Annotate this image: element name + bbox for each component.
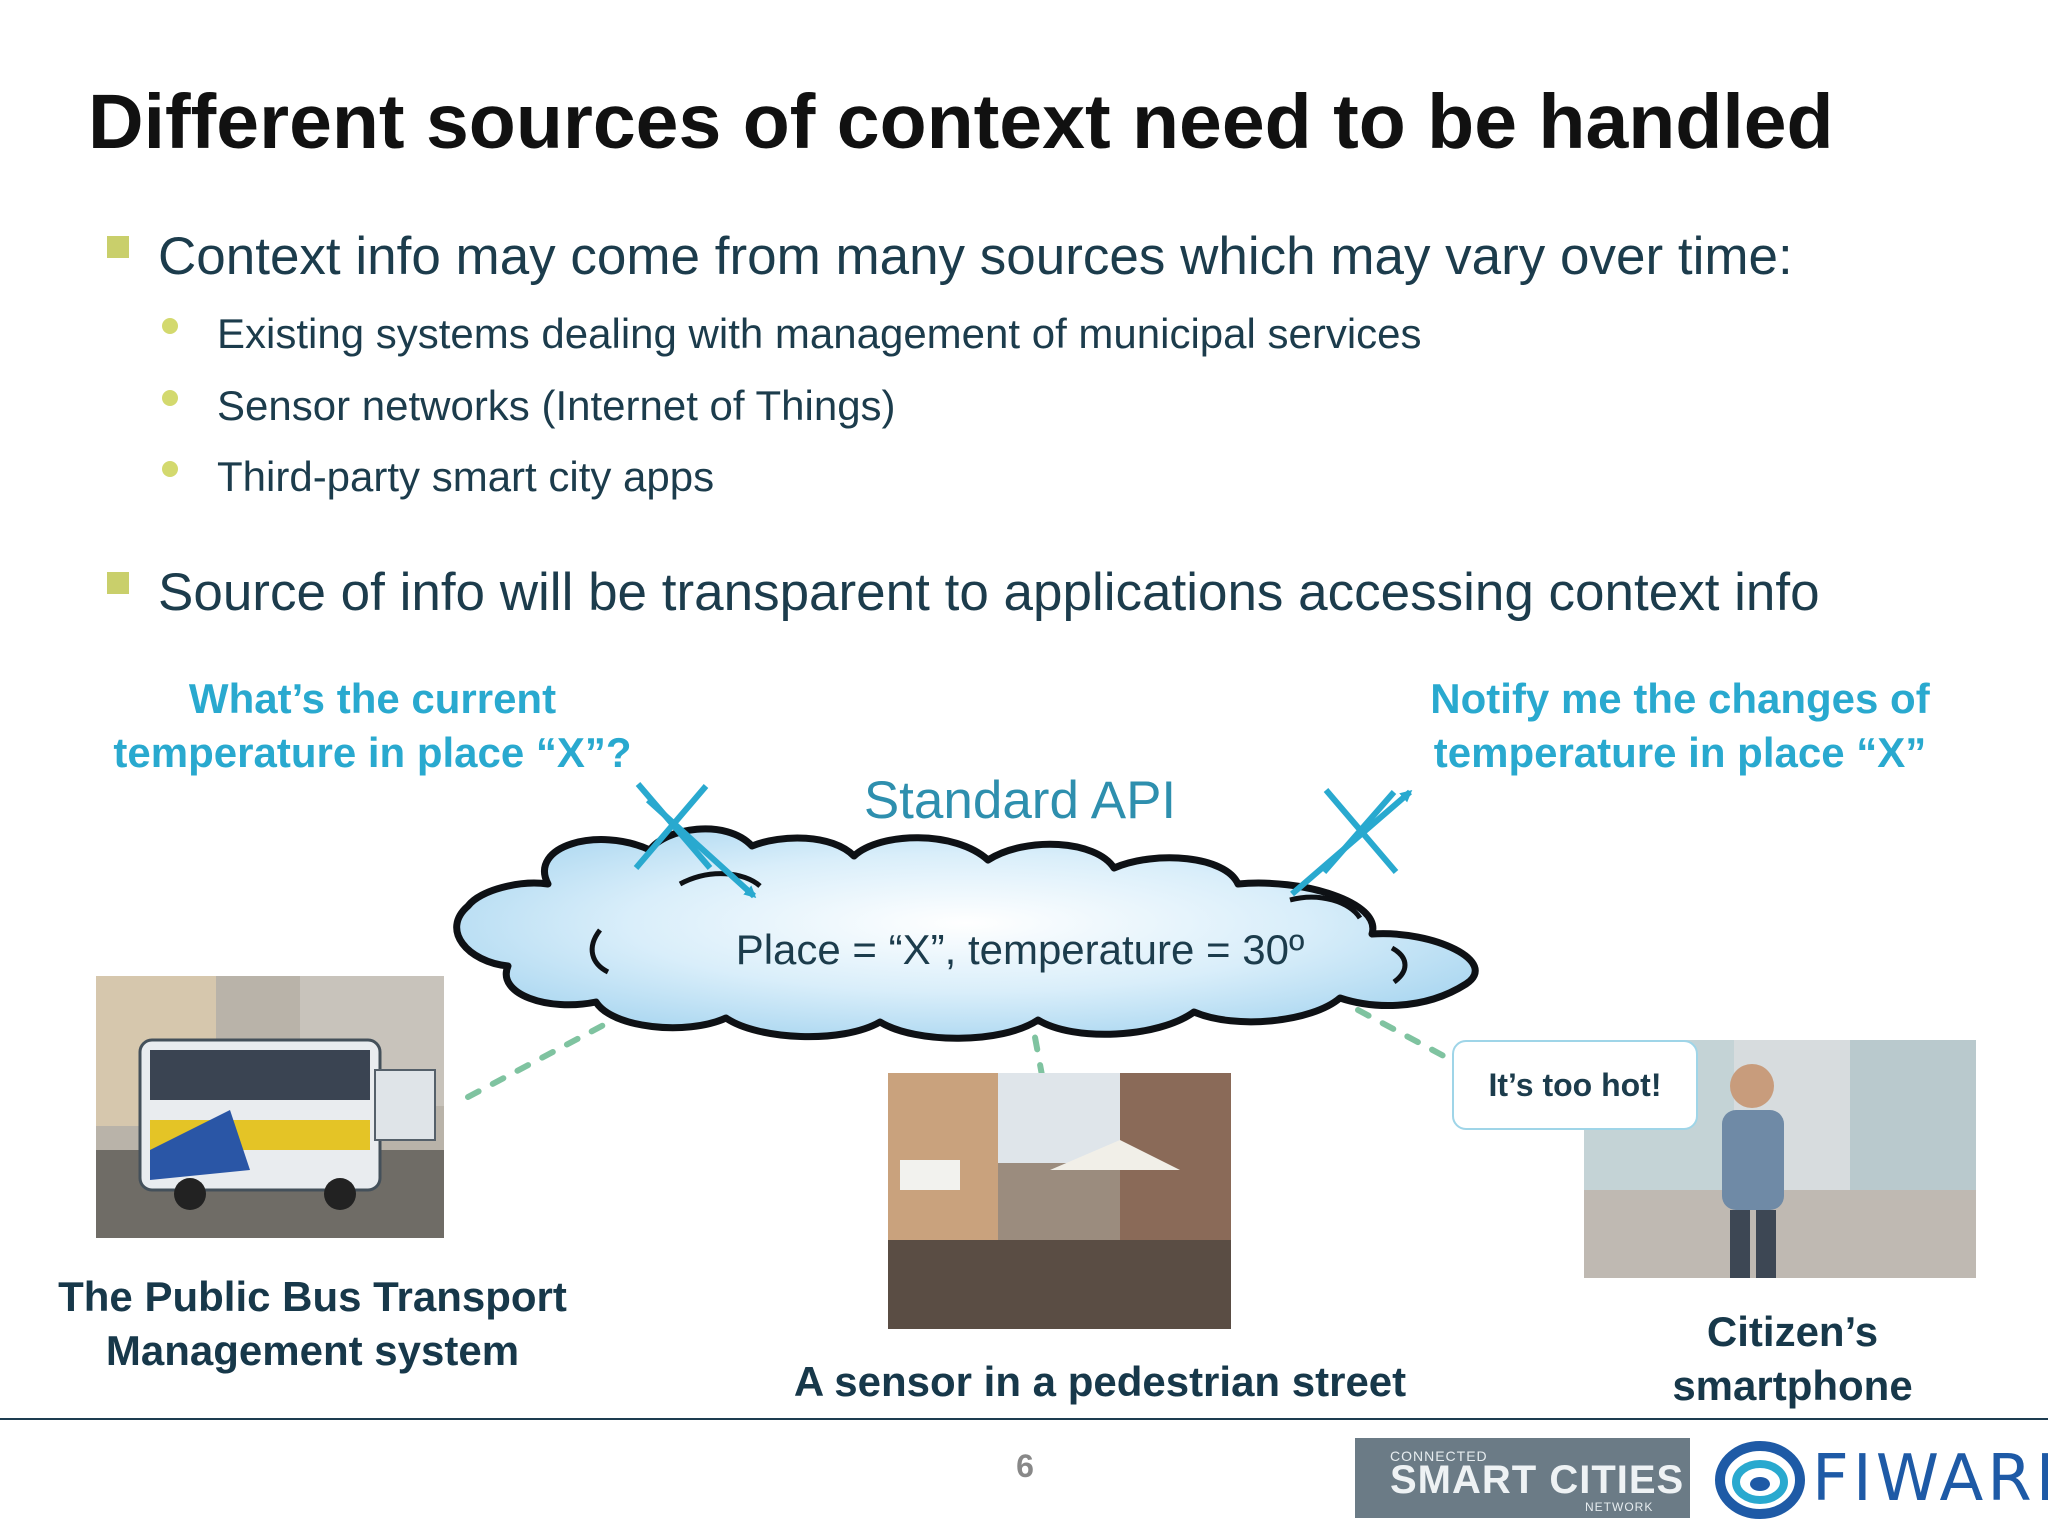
notify-arrow bbox=[1290, 788, 1413, 897]
notify-line-2: temperature in place “X” bbox=[1433, 729, 1927, 776]
bullet-1-text: Context info may come from many sources … bbox=[158, 227, 1793, 286]
notify-line-1: Notify me the changes of bbox=[1430, 675, 1930, 722]
cloud-context-text: Place = “X”, temperature = 30º bbox=[735, 926, 1305, 973]
bus-photo bbox=[96, 976, 444, 1238]
query-line-1: What’s the current bbox=[188, 675, 557, 722]
bus-system-caption: The Public Bus Transport Management syst… bbox=[20, 1270, 605, 1378]
sub-bullet-2: Sensor networks (Internet of Things) bbox=[217, 382, 896, 429]
bullet-dot-icon bbox=[162, 318, 178, 334]
smartphone-caption-line-2: smartphone bbox=[1672, 1362, 1913, 1409]
footer-divider bbox=[0, 1418, 2048, 1420]
sub-bullet-1: Existing systems dealing with management… bbox=[217, 310, 1422, 357]
speech-bubble: It’s too hot! bbox=[1452, 1040, 1698, 1130]
query-question: What’s the current temperature in place … bbox=[40, 672, 705, 780]
cloud-shape bbox=[453, 825, 1479, 1042]
bus-connector-line bbox=[465, 1007, 635, 1100]
street-photo bbox=[888, 1073, 1231, 1329]
phone-connector-line bbox=[1355, 1007, 1458, 1065]
bus-caption-line-1: The Public Bus Transport bbox=[58, 1273, 567, 1320]
sub-bullet-3: Third-party smart city apps bbox=[217, 453, 715, 500]
page-number: 6 bbox=[1016, 1448, 1034, 1484]
sensor-caption-line-1: A sensor in a pedestrian street bbox=[793, 1358, 1407, 1405]
query-arrow bbox=[633, 782, 757, 899]
fiware-swirl-icon bbox=[1715, 1441, 1805, 1519]
fiware-logo: FIWARE bbox=[1712, 1434, 2048, 1522]
notify-request: Notify me the changes of temperature in … bbox=[1360, 672, 2000, 780]
standard-api-label: Standard API bbox=[863, 771, 1177, 830]
bullet-2-text: Source of info will be transparent to ap… bbox=[158, 563, 1820, 622]
bullet-square-icon bbox=[107, 572, 129, 594]
smartphone-photo bbox=[1584, 1040, 1976, 1278]
slide-title: Different sources of context need to be … bbox=[88, 79, 1834, 165]
logo-scn-big-text: SMART CITIES bbox=[1390, 1458, 1685, 1502]
smartphone-caption: Citizen’s smartphone bbox=[1600, 1305, 1985, 1413]
logo-scn-network-text: NETWORK bbox=[1585, 1500, 1654, 1514]
fiware-logo-text: FIWARE bbox=[1812, 1442, 2048, 1516]
query-line-2: temperature in place “X”? bbox=[113, 729, 632, 776]
bullet-square-icon bbox=[107, 236, 129, 258]
bus-caption-line-2: Management system bbox=[105, 1327, 520, 1374]
sensor-caption: A sensor in a pedestrian street bbox=[730, 1355, 1470, 1409]
smartphone-caption-line-1: Citizen’s bbox=[1706, 1308, 1879, 1355]
bullet-dot-icon bbox=[162, 390, 178, 406]
bullet-dot-icon bbox=[162, 461, 178, 477]
logo-scn-small-text: CONNECTED bbox=[1390, 1448, 1488, 1464]
smart-cities-network-logo: CONNECTED SMART CITIES NETWORK bbox=[1355, 1438, 1690, 1518]
